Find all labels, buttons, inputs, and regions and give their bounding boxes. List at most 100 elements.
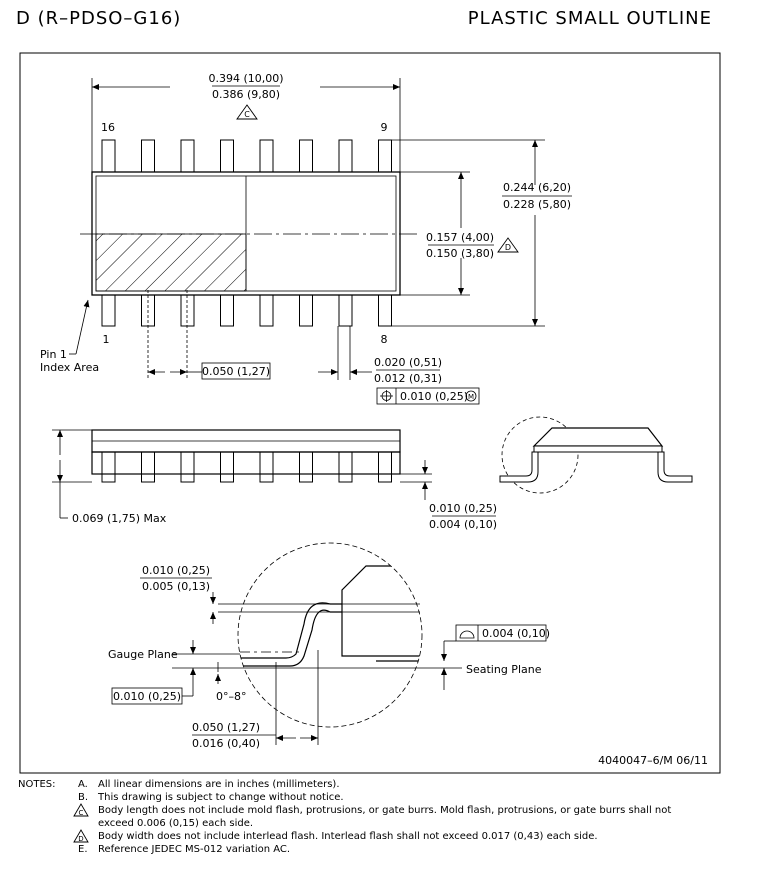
pin1-leader-arrow xyxy=(75,299,90,355)
note-d-triangle-icon: D xyxy=(73,829,89,843)
end-left-lead xyxy=(499,451,539,483)
note-d: D Body width does not include interlead … xyxy=(18,829,748,843)
length-min-label: 0.386 (9,80) xyxy=(212,88,280,101)
note-d-text: Body width does not include interlead fl… xyxy=(98,831,598,842)
end-view xyxy=(499,416,693,494)
detail-view: 0.010 (0,25) 0.005 (0,13) Gauge Plane 0.… xyxy=(108,542,550,750)
gauge-dimension-label: 0.010 (0,25) xyxy=(113,690,181,703)
note-b: B. This drawing is subject to change wit… xyxy=(18,791,748,804)
lead-bottom-7 xyxy=(338,294,353,327)
pin1-label-line2: Index Area xyxy=(40,361,99,374)
foot-length-max-label: 0.050 (1,27) xyxy=(192,721,260,734)
gauge-plane-label: Gauge Plane xyxy=(108,648,178,661)
mmc-modifier-icon xyxy=(465,390,477,402)
detail-circle xyxy=(237,542,423,728)
body-width-max-label: 0.157 (4,00) xyxy=(426,231,494,244)
lead-side-2 xyxy=(141,451,155,483)
lead-side-8 xyxy=(378,451,392,483)
body-width-note-ref: D xyxy=(505,243,511,252)
side-view: 0.069 (1,75) Max 0.010 (0,25) 0.004 (0,1… xyxy=(52,429,497,531)
lead-top-5 xyxy=(259,139,274,173)
pitch-box xyxy=(201,362,271,380)
detail-lead-bottom-edge xyxy=(238,602,331,659)
lead-top-7 xyxy=(338,139,353,173)
package-designation: D (R–PDSO–G16) xyxy=(16,8,182,29)
lead-width-min-label: 0.012 (0,31) xyxy=(374,372,442,385)
lead-bottom-8 xyxy=(378,294,392,327)
side-leads xyxy=(101,451,392,483)
seating-plane-label: Seating Plane xyxy=(466,663,542,676)
body-width-min-label: 0.150 (3,80) xyxy=(426,247,494,260)
flatness-frame xyxy=(455,624,547,642)
length-max-label: 0.394 (10,00) xyxy=(208,72,283,85)
flatness-label: 0.004 (0,10) xyxy=(482,627,550,640)
end-body-top xyxy=(532,427,664,447)
note-d-letter: D xyxy=(78,835,83,843)
pin1-label-line1: Pin 1 xyxy=(40,348,67,361)
pin-16-label: 16 xyxy=(101,121,115,134)
lead-side-7 xyxy=(338,451,353,483)
lead-top-4 xyxy=(220,139,234,173)
lead-side-3 xyxy=(180,451,195,483)
angle-label: 0°–8° xyxy=(216,690,247,703)
pin-9-label: 9 xyxy=(381,121,388,134)
notes-heading: NOTES: xyxy=(18,779,56,790)
lead-width-max-label: 0.020 (0,51) xyxy=(374,356,442,369)
note-c-letter: C xyxy=(79,809,84,817)
note-e: E. Reference JEDEC MS-012 variation AC. xyxy=(18,843,748,856)
notes-section: NOTES: A. All linear dimensions are in i… xyxy=(18,778,748,856)
top-leads xyxy=(101,139,392,173)
drawing-number: 4040047–6/M 06/11 xyxy=(598,754,708,767)
position-tolerance-label: 0.010 (0,25) xyxy=(400,390,468,403)
note-b-letter: B. xyxy=(78,792,89,803)
note-b-text: This drawing is subject to change withou… xyxy=(98,792,344,803)
position-tolerance-frame xyxy=(376,387,480,405)
height-label: 0.069 (1,75) Max xyxy=(72,512,167,525)
lead-top-8 xyxy=(378,139,392,173)
lead-side-1 xyxy=(101,451,116,483)
note-c-triangle-icon xyxy=(236,104,258,120)
standoff-min-label: 0.004 (0,10) xyxy=(429,518,497,531)
pin-8-label: 8 xyxy=(381,333,388,346)
end-right-lead xyxy=(657,451,693,483)
lead-span-min-label: 0.228 (5,80) xyxy=(503,198,571,211)
lead-top-3 xyxy=(180,139,195,173)
pin-1-label: 1 xyxy=(103,333,110,346)
note-a-text: All linear dimensions are in inches (mil… xyxy=(98,779,340,790)
top-view: 0.394 (10,00) 0.386 (9,80) C 16 9 1 8 0.… xyxy=(40,72,572,405)
lead-bottom-3 xyxy=(180,294,195,327)
note-e-text: Reference JEDEC MS-012 variation AC. xyxy=(98,844,291,855)
lead-top-2 xyxy=(141,139,155,173)
gauge-dimension-box xyxy=(111,687,183,705)
foot-length-min-label: 0.016 (0,40) xyxy=(192,737,260,750)
profile-symbol-icon xyxy=(459,630,475,639)
pitch-label: 0.050 (1,27) xyxy=(202,365,270,378)
lead-span-max-label: 0.244 (6,20) xyxy=(503,181,571,194)
note-c-text: Body length does not include mold flash,… xyxy=(98,805,672,829)
note-d-triangle-icon xyxy=(497,237,519,253)
lead-thickness-max-label: 0.010 (0,25) xyxy=(142,564,210,577)
lead-bottom-6 xyxy=(299,294,313,327)
lead-thickness-min-label: 0.005 (0,13) xyxy=(142,580,210,593)
note-c-triangle-icon: C xyxy=(73,803,89,817)
lead-top-6 xyxy=(299,139,313,173)
lead-bottom-1 xyxy=(101,294,116,327)
lead-side-6 xyxy=(299,451,313,483)
pin1-index-area xyxy=(95,233,247,292)
standoff-max-label: 0.010 (0,25) xyxy=(429,502,497,515)
bottom-leads xyxy=(101,294,392,327)
lead-side-5 xyxy=(259,451,274,483)
package-type-title: PLASTIC SMALL OUTLINE xyxy=(467,8,712,29)
lead-top-1 xyxy=(101,139,116,173)
detail-lead-top-edge xyxy=(238,609,331,667)
note-a-letter: A. xyxy=(78,779,88,790)
note-e-letter: E. xyxy=(78,844,88,855)
note-a: NOTES: A. All linear dimensions are in i… xyxy=(18,778,748,791)
drawing-frame xyxy=(19,52,721,774)
detail-callout-circle xyxy=(501,416,579,494)
position-modifier-label: M xyxy=(468,393,474,401)
lead-bottom-5 xyxy=(259,294,274,327)
length-note-ref: C xyxy=(244,110,250,119)
lead-bottom-4 xyxy=(220,294,234,327)
